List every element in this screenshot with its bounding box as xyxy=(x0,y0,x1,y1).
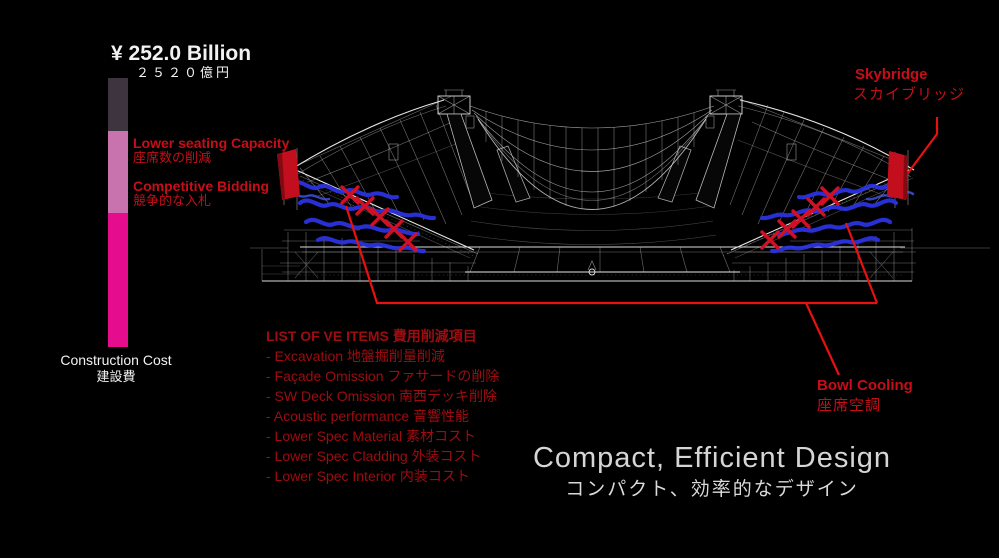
ve-list-item: - Acoustic performance 音響性能 xyxy=(266,408,470,424)
x-marks xyxy=(340,185,840,252)
callout-bowl-cooling-jp: 座席空調 xyxy=(817,397,882,414)
label-lower-seating-jp: 座席数の削減 xyxy=(133,150,212,165)
cost-bar-segment-pink xyxy=(108,131,128,213)
construction-cost-bar xyxy=(108,78,128,347)
stadium-wireframe xyxy=(250,89,990,282)
ve-list-title: LIST OF VE ITEMS 費用削減項目 xyxy=(266,328,477,344)
ve-list-item: - Lower Spec Material 素材コスト xyxy=(266,428,477,444)
callout-bowl-cooling-en: Bowl Cooling xyxy=(817,377,913,394)
bar-axis-label-en: Construction Cost xyxy=(60,352,172,368)
bar-axis-label-jp: 建設費 xyxy=(96,369,136,384)
ve-list-item: - Lower Spec Cladding 外装コスト xyxy=(266,448,482,464)
ve-list-item: - Façade Omission ファサードの削除 xyxy=(266,368,500,384)
ve-list: LIST OF VE ITEMS 費用削減項目 - Excavation 地盤掘… xyxy=(266,326,499,486)
label-competitive-bidding-jp: 競争的な入札 xyxy=(133,193,212,208)
ve-list-item: - Lower Spec Interior 内装コスト xyxy=(266,468,470,484)
ve-list-item: - SW Deck Omission 南西デッキ削除 xyxy=(266,388,498,404)
skybridge-highlight-left xyxy=(277,149,300,200)
label-lower-seating-en: Lower seating Capacity xyxy=(133,135,290,151)
leader-lines xyxy=(344,117,939,376)
ve-list-item: - Excavation 地盤掘削量削減 xyxy=(266,348,445,364)
callout-skybridge-jp: スカイブリッジ xyxy=(853,86,966,103)
callout-skybridge-en: Skybridge xyxy=(855,66,928,83)
label-competitive-bidding-en: Competitive Bidding xyxy=(133,178,270,194)
total-cost-label: ¥ 252.0 Billion xyxy=(111,42,252,65)
slide-title-jp: コンパクト、効率的なデザイン xyxy=(565,478,859,500)
slide-title-en: Compact, Efficient Design xyxy=(532,442,892,474)
total-cost-label-jp: ２５２０億円 xyxy=(136,65,233,80)
skybridge-highlight-right xyxy=(887,151,908,200)
cost-bar-segment-dark xyxy=(108,78,128,131)
cost-bar-segment-magenta xyxy=(108,213,128,347)
